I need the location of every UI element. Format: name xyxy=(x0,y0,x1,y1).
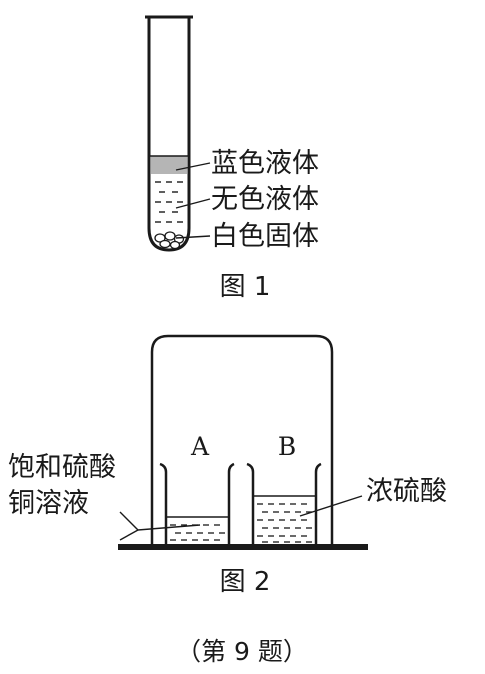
bell-jar xyxy=(150,334,334,548)
figure-2: A B 饱和硫酸 铜溶液 浓硫酸 图 2 xyxy=(8,334,447,597)
label-sulfuric-acid: 浓硫酸 xyxy=(366,476,447,507)
beaker-a xyxy=(159,462,235,548)
colorless-liquid-layer xyxy=(155,181,183,223)
beaker-b-liquid xyxy=(257,503,312,543)
leader-copper-sulfate xyxy=(119,511,201,531)
test-tube xyxy=(145,15,193,252)
figure-1: 蓝色液体 无色液体 白色固体 图 1 xyxy=(145,15,319,302)
beaker-b xyxy=(246,462,322,548)
figure-2-caption: 图 2 xyxy=(220,567,271,597)
label-white-solid: 白色固体 xyxy=(211,221,319,252)
label-copper-sulfate-line2: 铜溶液 xyxy=(8,488,89,519)
base-plate xyxy=(118,544,368,550)
leader-colorless-liquid xyxy=(175,198,211,209)
label-colorless-liquid: 无色液体 xyxy=(211,184,319,215)
beaker-b-label: B xyxy=(278,432,296,461)
question-label: （第 9 题） xyxy=(176,637,308,666)
beaker-a-label: A xyxy=(190,432,210,461)
leader-copper-sulfate-lower xyxy=(119,529,139,541)
leader-white-solid xyxy=(175,235,211,239)
label-blue-liquid: 蓝色液体 xyxy=(211,148,319,179)
leader-blue-liquid xyxy=(175,162,211,171)
label-copper-sulfate-line1: 饱和硫酸 xyxy=(8,452,116,483)
blue-liquid-layer xyxy=(151,156,187,174)
figure-1-caption: 图 1 xyxy=(220,272,271,302)
test-tube-body xyxy=(147,17,191,252)
white-solid xyxy=(154,231,185,250)
leader-sulfuric-acid xyxy=(299,495,363,517)
